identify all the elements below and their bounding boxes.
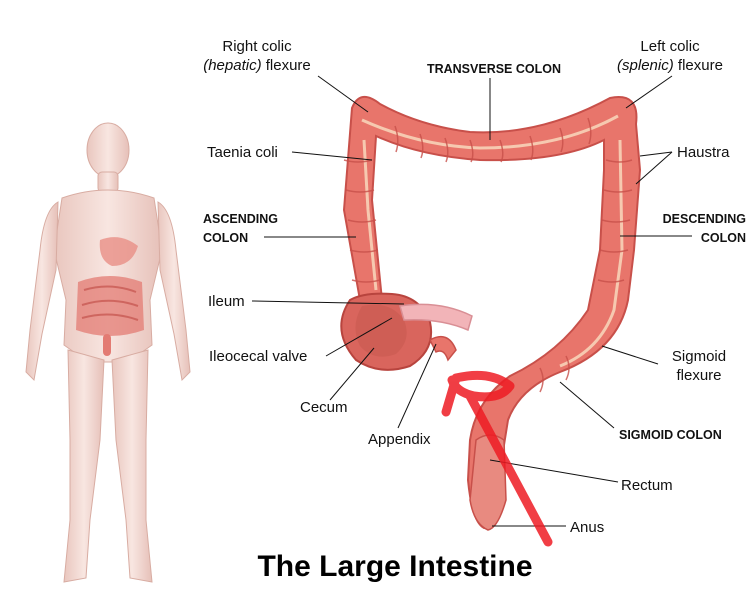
label-taenia-coli: Taenia coli [207,144,278,161]
label-left-colic-flexure: Left colic (splenic) flexure [617,38,723,74]
label-cecum: Cecum [300,399,348,416]
page-title: The Large Intestine [257,550,533,583]
label-ileum: Ileum [208,293,245,310]
label-haustra: Haustra [677,144,730,161]
label-ileocecal-valve: Ileocecal valve [209,348,308,365]
label-ascending-colon: ASCENDING COLON [203,212,279,245]
label-appendix: Appendix [368,431,431,448]
large-intestine [340,96,642,531]
label-sigmoid-flexure: Sigmoid flexure [671,348,727,384]
label-descending-colon: DESCENDING COLON [662,212,746,245]
label-rectum: Rectum [621,477,673,494]
human-figure [25,122,191,583]
label-sigmoid-colon: SIGMOID COLON [619,428,722,442]
label-anus: Anus [570,519,605,536]
label-right-colic-flexure: Right colic (hepatic) flexure [203,38,311,74]
red-annotation-mark [441,370,553,547]
label-transverse-colon: TRANSVERSE COLON [426,62,562,76]
human-organs [76,237,144,356]
leader-lines [251,75,692,527]
